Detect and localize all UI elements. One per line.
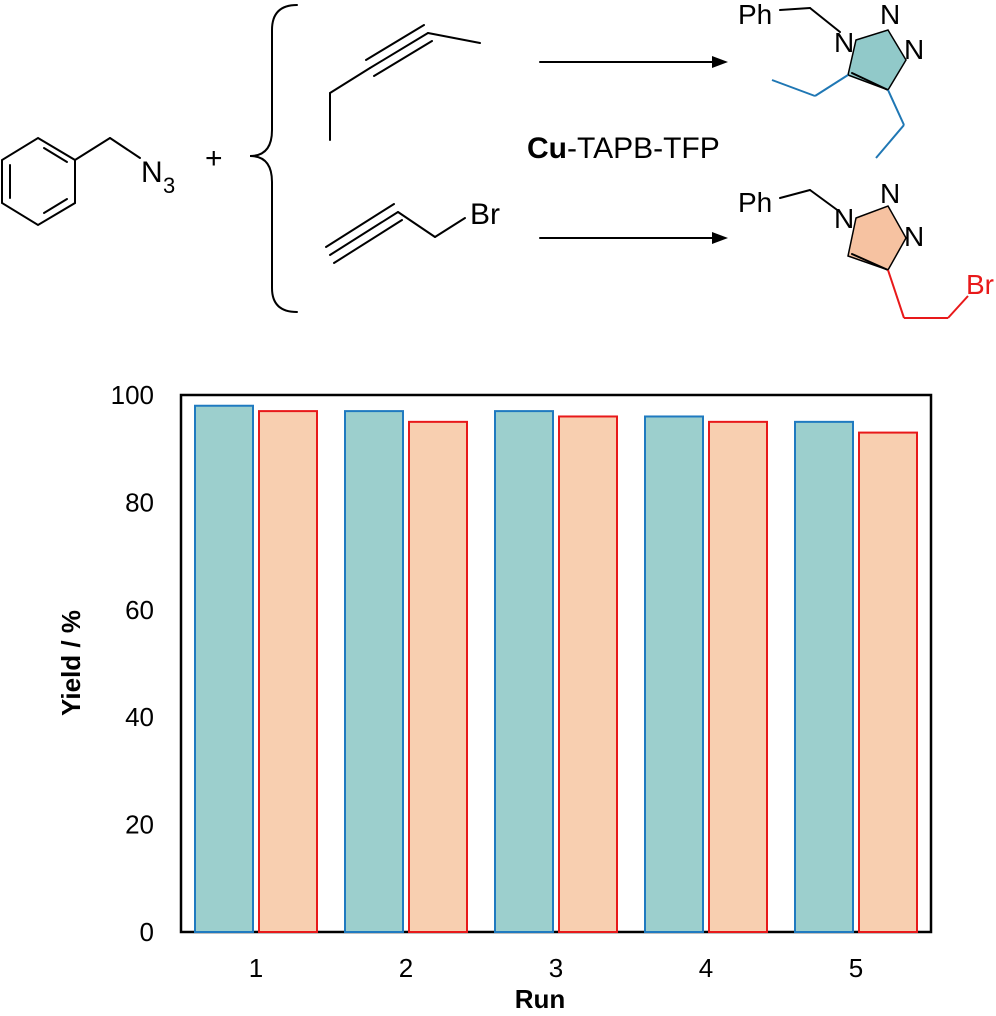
x-tick-labels: 1 2 3 4 5: [249, 953, 863, 983]
azide-subscript: 3: [163, 173, 175, 198]
x-tick-label-2: 2: [399, 953, 413, 983]
bar-series2-run-1: [258, 410, 318, 933]
y-tick-label-60: 60: [125, 595, 154, 625]
product-bottom-n1-label: N: [834, 203, 854, 234]
bromobutyne-br-label: Br: [470, 198, 500, 231]
hexyne-structure: [329, 24, 481, 141]
product-top-n2-label: N: [880, 0, 900, 30]
product-top-n3-label: N: [904, 34, 924, 65]
bar-series1-run-4: [644, 415, 704, 934]
bar-series2-run-3: [558, 415, 618, 934]
bar-series2-run-4: [708, 420, 768, 933]
x-tick-label-5: 5: [849, 953, 863, 983]
y-tick-label-20: 20: [125, 810, 154, 840]
product-top-ring: [847, 29, 907, 91]
x-axis-label: Run: [515, 984, 566, 1014]
catalyst-bold-part: Cu: [527, 132, 567, 165]
y-tick-labels: 0 20 40 60 80 100: [111, 380, 154, 947]
reaction-arrow-bottom: [539, 232, 728, 244]
bars-group: [194, 404, 918, 934]
product-bottom-br-label: Br: [966, 269, 994, 300]
benzyl-azide-structure: N 3: [1, 136, 175, 227]
product-top-ph-label: Ph: [738, 0, 772, 30]
x-tick-label-3: 3: [549, 953, 563, 983]
y-tick-label-80: 80: [125, 487, 154, 517]
product-bottom-structure: Ph N N N Br: [738, 178, 994, 319]
bar-series1-run-1: [194, 404, 254, 933]
catalyst-rest-part: -TAPB-TFP: [567, 132, 720, 165]
y-tick-label-40: 40: [125, 702, 154, 732]
plot-frame: [179, 393, 933, 934]
y-tick-label-100: 100: [111, 380, 154, 410]
yield-bar-chart: 0 20 40 60 80 100 1 2 3 4 5 Yield / % Run: [56, 380, 933, 1014]
bar-series1-run-5: [794, 420, 854, 933]
bromobutyne-structure: Br: [325, 198, 500, 264]
bar-series1-run-3: [494, 410, 554, 933]
bar-series2-run-2: [408, 420, 468, 933]
x-tick-label-1: 1: [249, 953, 263, 983]
product-bottom-n3-label: N: [904, 221, 924, 252]
curly-brace: [249, 4, 298, 313]
product-top-structure: Ph N N N: [738, 0, 924, 159]
product-bottom-ph-label: Ph: [738, 187, 772, 218]
bar-series1-run-2: [344, 410, 404, 933]
catalyst-label: Cu-TAPB-TFP: [527, 132, 720, 165]
plus-sign: +: [205, 142, 223, 175]
product-bottom-ring: [847, 205, 907, 271]
bar-series2-run-5: [858, 431, 918, 933]
azide-n-label: N: [141, 156, 163, 189]
x-tick-label-4: 4: [699, 953, 713, 983]
product-bottom-n2-label: N: [880, 178, 900, 209]
product-top-n1-label: N: [834, 27, 854, 58]
y-tick-label-0: 0: [140, 917, 154, 947]
reaction-arrow-top: [539, 56, 728, 68]
y-axis-label: Yield / %: [56, 610, 86, 716]
reaction-scheme: N 3 + Br: [1, 0, 994, 319]
